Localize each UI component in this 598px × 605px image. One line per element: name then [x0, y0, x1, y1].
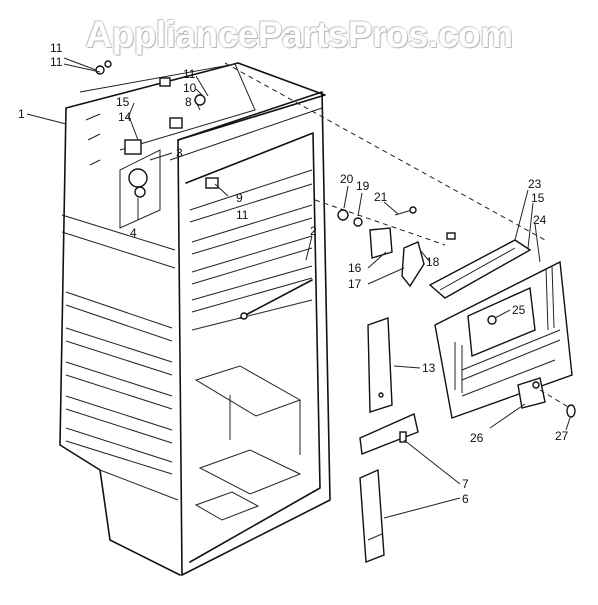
callout-23: 23	[528, 177, 542, 191]
callout-6: 6	[462, 492, 469, 506]
cabinet-outer-case	[59, 62, 326, 576]
callout-26: 26	[470, 431, 484, 445]
rod-assembly	[239, 279, 313, 320]
top-control-parts	[79, 60, 256, 229]
damper-control-parts	[224, 62, 576, 419]
callout-2: 2	[310, 224, 317, 238]
callout-11-c: 11	[183, 67, 196, 81]
callout-19: 19	[356, 179, 370, 193]
callout-27: 27	[555, 429, 569, 443]
callout-10: 10	[183, 81, 197, 95]
callout-25: 25	[512, 303, 526, 317]
callout-15: 15	[116, 95, 130, 109]
callout-11-a: 11	[50, 41, 63, 55]
callout-20: 20	[340, 172, 354, 186]
callout-labels: 1 11 11 15 14 3 4 10 8 11 9 11 2 20 19 2…	[18, 41, 569, 506]
callout-4: 4	[130, 226, 137, 240]
callout-14: 14	[118, 110, 132, 124]
callout-8: 8	[185, 95, 192, 109]
callout-11-d: 11	[236, 208, 249, 222]
callout-9: 9	[236, 191, 243, 205]
cabinet-liner-frame	[169, 91, 331, 576]
callout-13: 13	[422, 361, 436, 375]
watermark-logo: AppliancePartsPros.com	[85, 14, 513, 55]
duct-covers	[359, 317, 419, 563]
callout-11-b: 11	[50, 55, 63, 69]
callout-3: 3	[176, 146, 183, 160]
leader-lines	[26, 57, 571, 519]
callout-24: 24	[533, 213, 547, 227]
callout-21: 21	[374, 190, 388, 204]
callout-16: 16	[348, 261, 362, 275]
callout-7: 7	[462, 477, 469, 491]
callout-18: 18	[426, 255, 440, 269]
callout-1: 1	[18, 107, 25, 121]
callout-17: 17	[348, 277, 362, 291]
callout-15-b: 15	[531, 191, 545, 205]
